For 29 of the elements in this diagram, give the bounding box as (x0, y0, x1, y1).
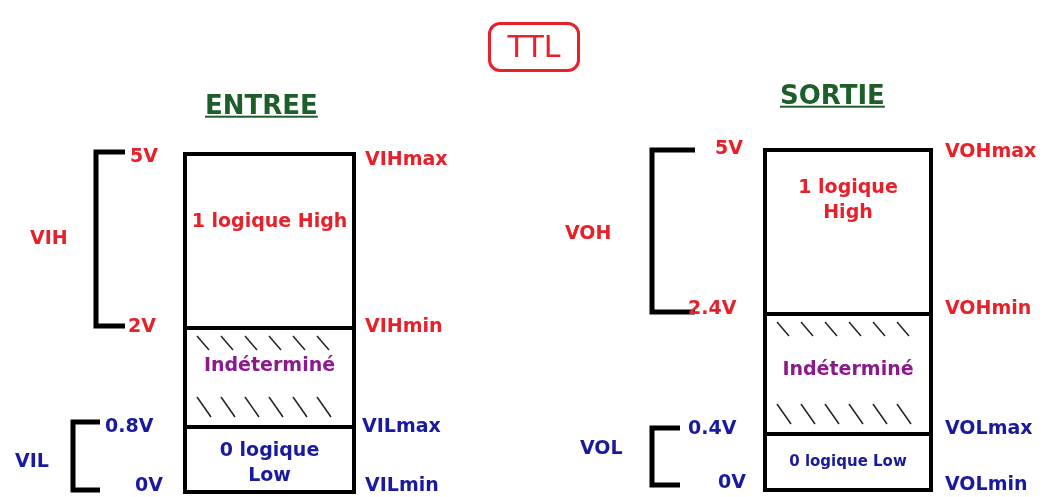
voltage-label: 0V (718, 470, 746, 492)
voltage-label: VOLmax (945, 416, 1033, 438)
voltage-label: VOHmin (945, 296, 1032, 318)
voltage-label: VOL (580, 436, 623, 458)
title-box: TTL (488, 22, 580, 72)
voltage-label: VIHmin (365, 314, 443, 336)
voltage-label: VIHmax (365, 147, 448, 169)
voltage-label: VIH (30, 226, 68, 248)
voltage-label: 0V (135, 473, 163, 495)
band-label: 0 logique Low (218, 437, 321, 487)
band-label: 1 logique High (797, 174, 899, 224)
voltage-label: 5V (715, 136, 743, 158)
band-label: Indéterminé (781, 356, 915, 381)
voltage-label: 0.4V (688, 416, 737, 438)
voltage-label: 2.4V (688, 296, 737, 318)
voltage-label: 0.8V (105, 414, 154, 436)
voltage-label: VOHmax (945, 139, 1037, 161)
voltage-label: VOH (565, 221, 612, 243)
voltage-label: VILmax (362, 414, 441, 436)
column-heading: SORTIE (780, 80, 885, 110)
voltage-label: VIL (15, 449, 49, 471)
voltage-label: 5V (130, 144, 158, 166)
band-label: 1 logique High (191, 208, 348, 233)
voltage-label: VILmin (365, 473, 439, 495)
band-label: Indéterminé (202, 352, 337, 377)
column-heading: ENTREE (205, 90, 318, 120)
voltage-label: 2V (128, 314, 156, 336)
voltage-label: VOLmin (945, 472, 1028, 494)
band-label: 0 logique Low (788, 452, 908, 472)
